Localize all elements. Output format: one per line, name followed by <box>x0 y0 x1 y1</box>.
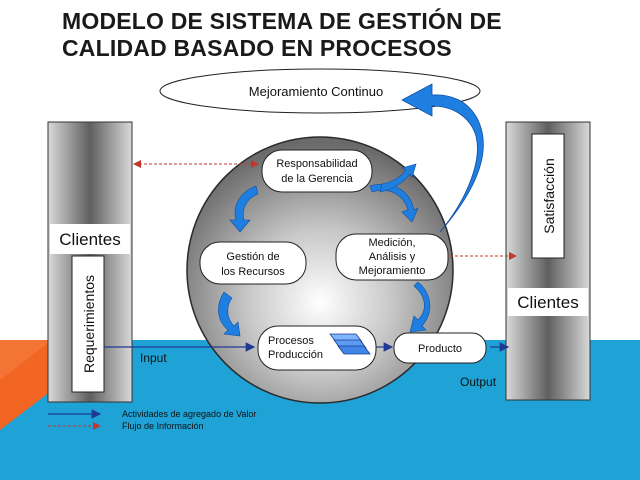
responsabilidad-node <box>261 149 373 193</box>
cycle-arrow-1 <box>229 185 259 233</box>
legend: Actividades de agregado de Valor Flujo d… <box>48 409 256 431</box>
cycle-arrow-5 <box>379 163 417 193</box>
producto-node <box>393 332 487 364</box>
procesos-line1: Procesos <box>268 335 314 347</box>
requerimientos-box <box>71 255 105 393</box>
cycle-arrow-2 <box>218 291 241 337</box>
producto-label: Producto <box>418 343 462 355</box>
recursos-node <box>199 241 307 285</box>
procesos-line2: Producción <box>268 349 323 361</box>
slide-title: MODELO DE SISTEMA DE GESTIÓN DE CALIDAD … <box>62 8 622 62</box>
cycle-arrow-4 <box>409 281 431 333</box>
background-blue-band <box>0 340 640 480</box>
requerimientos-label: Requerimientos <box>81 275 97 373</box>
slide-title-line1: MODELO DE SISTEMA DE GESTIÓN DE <box>62 8 502 34</box>
clientes-right-label-bg <box>508 288 588 316</box>
legend-info-label: Flujo de Información <box>122 421 204 431</box>
output-label: Output <box>460 375 497 389</box>
background-orange-accent <box>0 340 52 380</box>
mejoramiento-label: Mejoramiento Continuo <box>249 84 383 99</box>
medicion-node <box>335 233 449 281</box>
clientes-right-label: Clientes <box>517 293 578 312</box>
process-circle <box>186 136 454 404</box>
medicion-line1: Medición, <box>368 237 415 249</box>
satisfaccion-box <box>531 133 565 259</box>
clientes-left-label-bg <box>50 224 130 254</box>
medicion-line2: Análisis y <box>369 251 416 263</box>
medicion-line3: Mejoramiento <box>359 265 426 277</box>
cycle-arrows <box>218 163 431 337</box>
legend-value-label: Actividades de agregado de Valor <box>122 409 256 419</box>
input-label: Input <box>140 351 167 365</box>
satisfaccion-label: Satisfacción <box>541 158 557 233</box>
continuous-improvement-arrow <box>401 83 484 233</box>
mejoramiento-oval <box>159 68 481 114</box>
slide-title-line2: CALIDAD BASADO EN PROCESOS <box>62 35 452 61</box>
stacked-pages-icon <box>329 333 371 355</box>
responsabilidad-line2: de la Gerencia <box>281 173 353 185</box>
recursos-line2: los Recursos <box>221 266 285 278</box>
recursos-line1: Gestión de <box>226 251 279 263</box>
clientes-left-label: Clientes <box>59 230 120 249</box>
responsabilidad-line1: Responsabilidad <box>276 158 357 170</box>
